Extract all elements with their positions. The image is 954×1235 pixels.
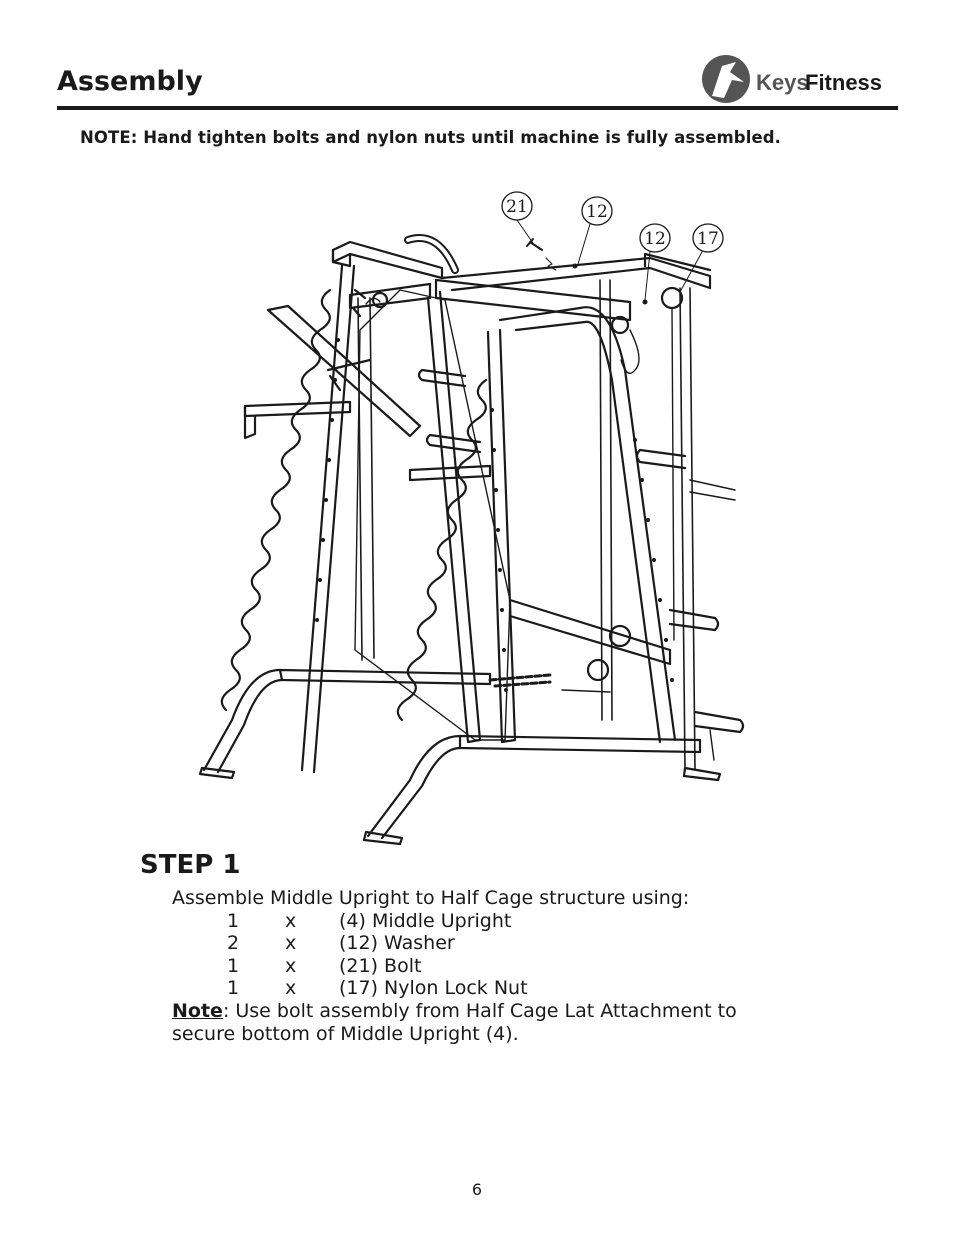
step-intro: Assemble Middle Upright to Half Cage str… xyxy=(172,887,690,909)
keys-fitness-logo: Keys Fitness xyxy=(702,55,882,103)
section-title: Assembly xyxy=(57,66,203,97)
callout-17: 17 xyxy=(679,223,724,293)
logo-text-keys: Keys xyxy=(756,70,809,95)
page-number: 6 xyxy=(471,1180,483,1199)
parts-list-item: 1 x (21) Bolt xyxy=(227,954,422,977)
assembly-note: NOTE: Hand tighten bolts and nylon nuts … xyxy=(80,128,782,147)
parts-list-item: 2 x (12) Washer xyxy=(227,932,455,955)
step-instructions: Assemble Middle Upright to Half Cage str… xyxy=(172,887,737,1045)
svg-text:21: 21 xyxy=(506,197,528,217)
parts-list-item: 1 x (4) Middle Upright xyxy=(227,909,512,932)
svg-text:12: 12 xyxy=(586,202,608,222)
callout-12-a: 12 xyxy=(577,196,613,265)
step-note-continued: secure bottom of Middle Upright (4). xyxy=(172,1022,519,1045)
parts-list-item: 1 x (17) Nylon Lock Nut xyxy=(227,977,528,1000)
note-label: Note xyxy=(172,999,223,1022)
note-text: : Use bolt assembly from Half Cage Lat A… xyxy=(222,999,737,1022)
svg-text:17: 17 xyxy=(697,229,719,249)
callout-12-b: 12 xyxy=(639,223,671,301)
header-rule xyxy=(57,106,898,110)
step-note: Note: Use bolt assembly from Half Cage L… xyxy=(172,1000,737,1023)
assembly-diagram: 21 12 12 17 xyxy=(198,191,745,846)
step-title: STEP 1 xyxy=(140,850,241,880)
logo-text-fitness: Fitness xyxy=(805,70,882,95)
svg-text:12: 12 xyxy=(644,229,666,249)
callout-21: 21 xyxy=(501,191,536,247)
